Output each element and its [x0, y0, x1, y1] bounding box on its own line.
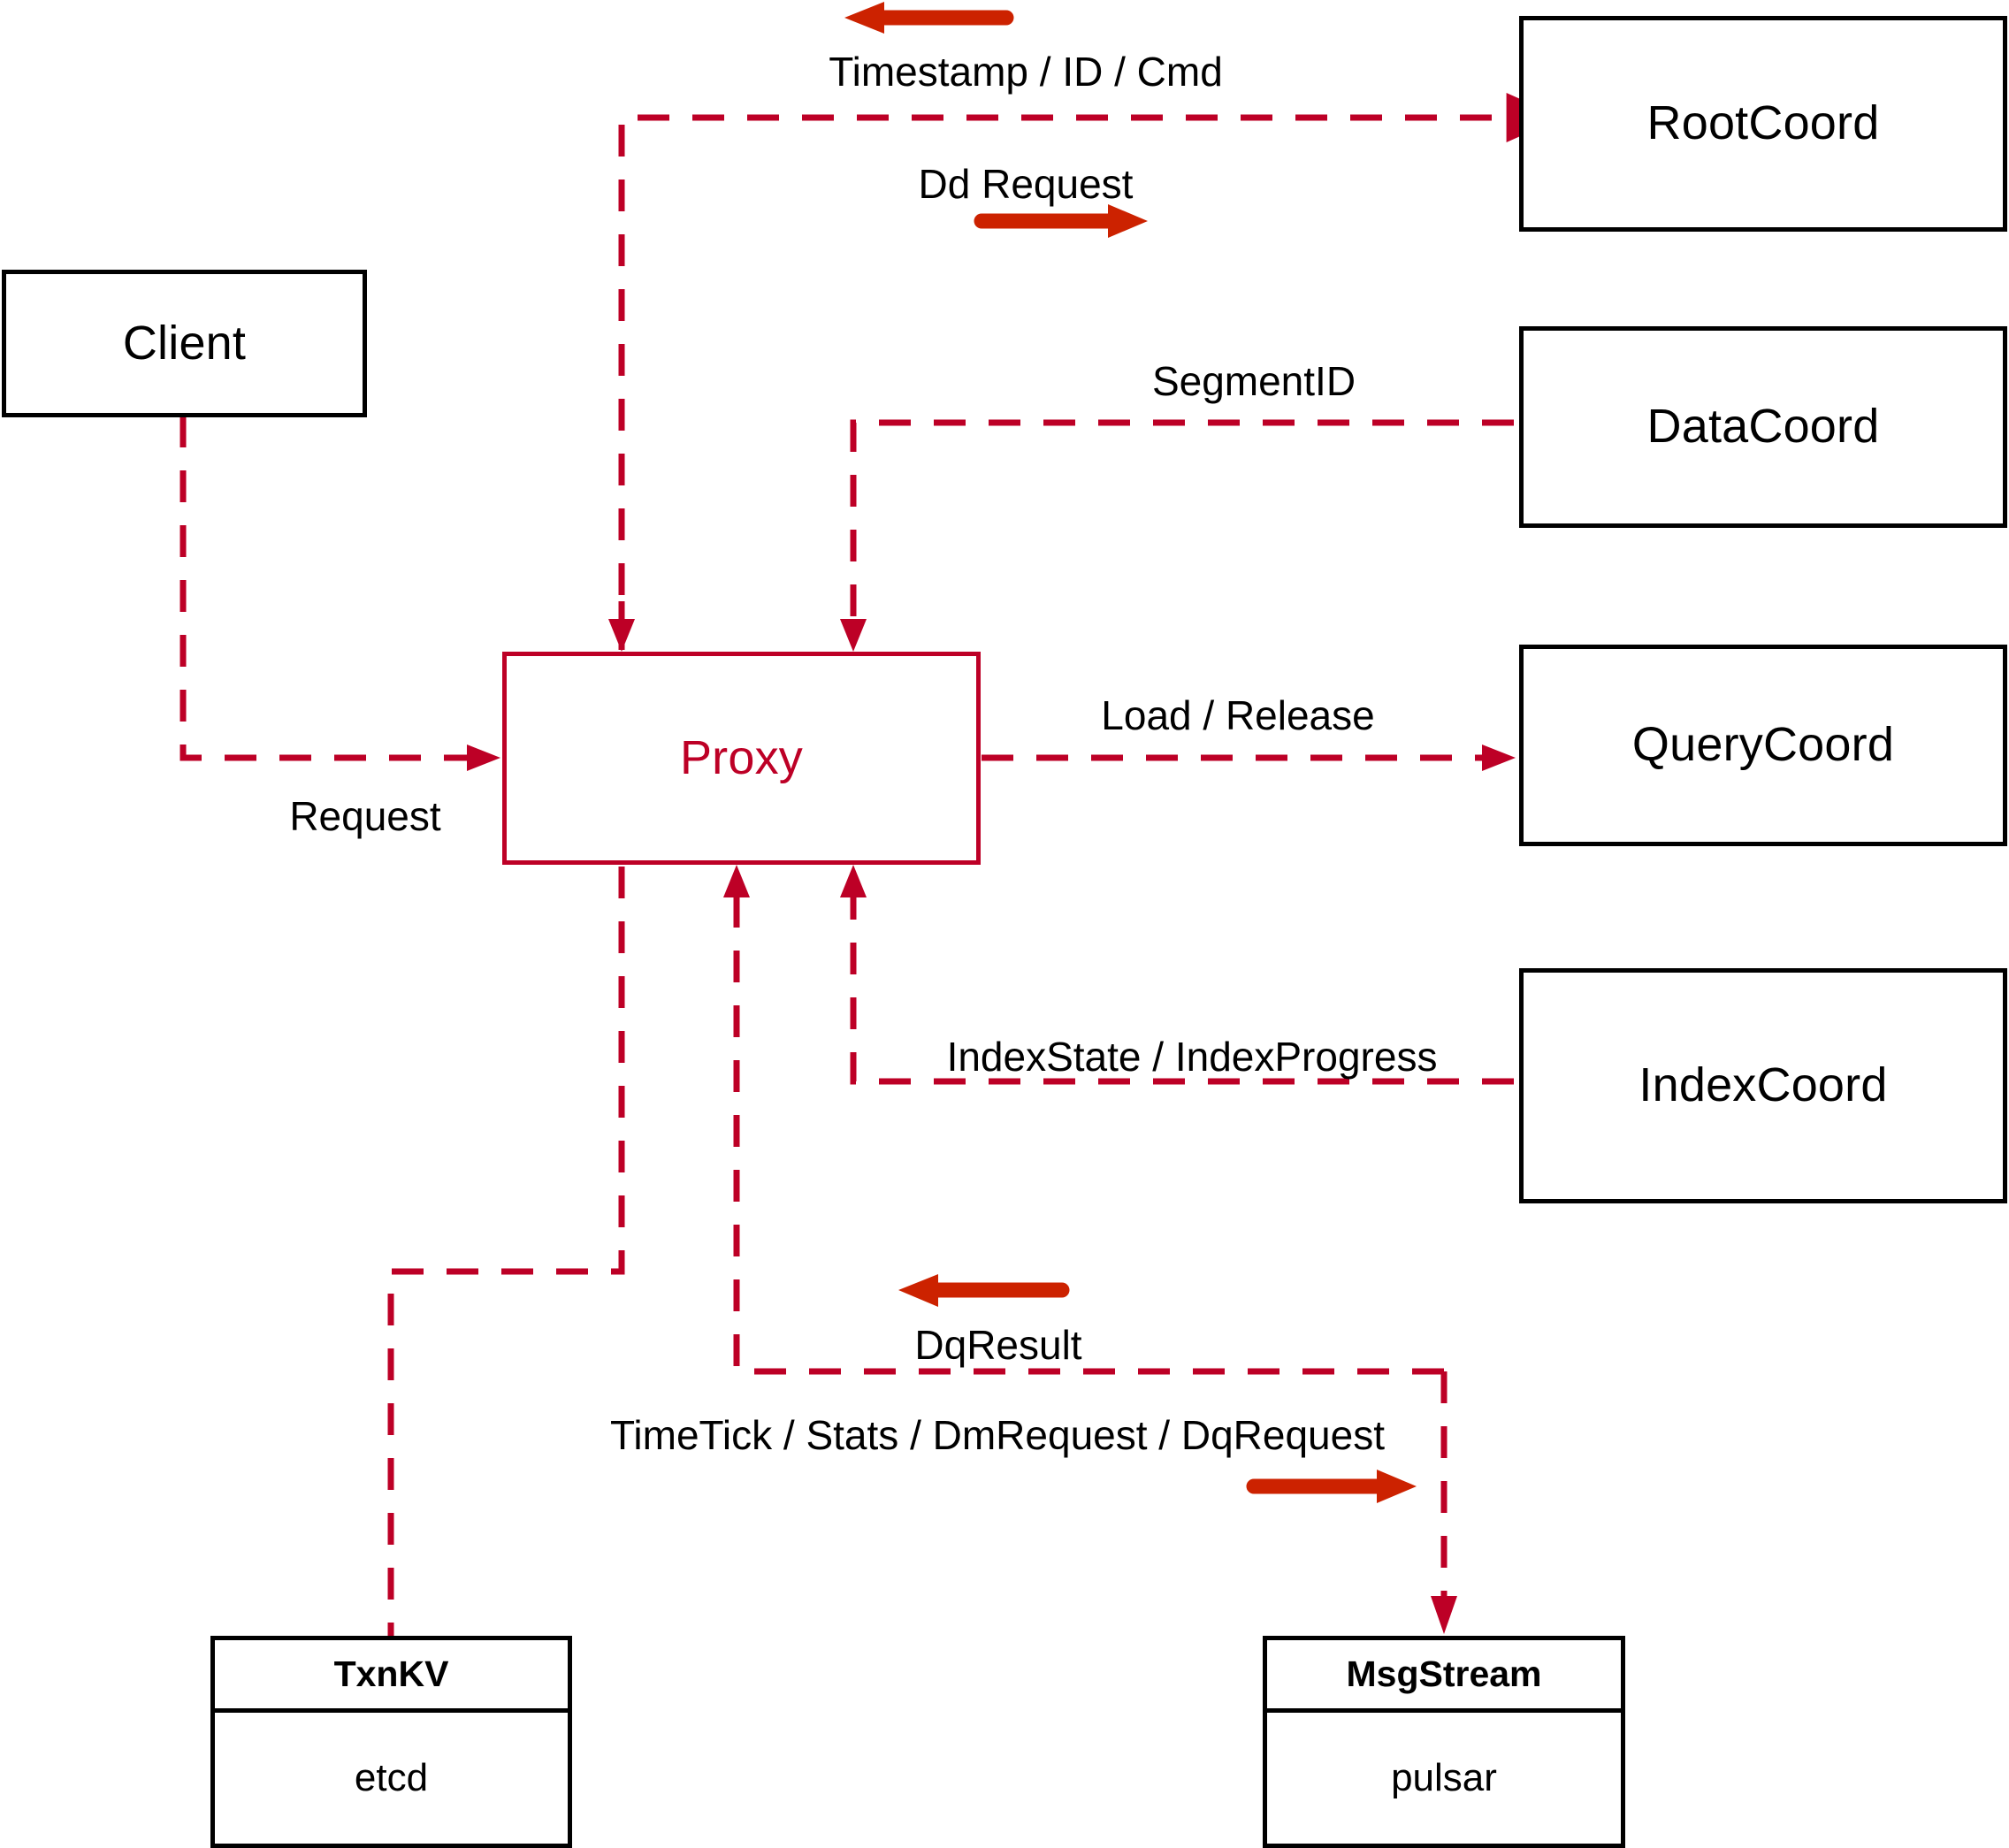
timestamp-id-cmd-arrow	[844, 2, 1014, 34]
edge-label-request: Request	[289, 793, 441, 839]
edge-label-dq-result: DqResult	[914, 1322, 1082, 1368]
edge-proxy-msgstream	[1431, 1371, 1457, 1634]
edge-indexcoord-proxy	[840, 865, 1514, 1085]
node-msgstream-header: MsgStream	[1267, 1640, 1621, 1713]
node-txnkv[interactable]: TxnKV etcd	[210, 1636, 572, 1848]
arrowhead-down-rootcoord	[608, 619, 635, 652]
node-proxy-label: Proxy	[679, 730, 804, 784]
edge-path	[618, 93, 1562, 650]
node-msgstream-body: pulsar	[1391, 1756, 1497, 1799]
dd-request-arrow	[974, 204, 1148, 238]
node-querycoord[interactable]: QueryCoord	[1519, 645, 2007, 846]
node-client-label: Client	[122, 316, 247, 370]
edge-label-segment-id: SegmentID	[1151, 358, 1356, 404]
arrowhead-up-indexcoord	[840, 865, 867, 897]
node-indexcoord[interactable]: IndexCoord	[1519, 968, 2007, 1203]
edge-proxy-txnkv	[387, 867, 625, 1636]
node-querycoord-label: QueryCoord	[1631, 718, 1895, 772]
node-txnkv-header: TxnKV	[215, 1640, 568, 1713]
arrowhead-down-datacoord	[840, 619, 867, 652]
edge-label-dd-request: Dd Request	[918, 161, 1134, 207]
edge-label-index-state-progress: IndexState / IndexProgress	[946, 1034, 1438, 1080]
edge-label-timetick-stats: TimeTick / Stats / DmRequest / DqRequest	[610, 1412, 1385, 1458]
timetick-stats-arrow	[1246, 1470, 1417, 1503]
node-rootcoord-label: RootCoord	[1646, 96, 1880, 150]
edge-path	[180, 416, 495, 761]
arrowhead-up-msgstream	[723, 865, 750, 897]
edge-path	[850, 419, 1514, 619]
node-msgstream[interactable]: MsgStream pulsar	[1263, 1636, 1625, 1848]
node-txnkv-body: etcd	[354, 1756, 429, 1799]
node-datacoord-label: DataCoord	[1646, 400, 1880, 454]
edge-path	[733, 897, 1444, 1375]
arrowhead-right-proxy	[467, 745, 500, 771]
edge-label-timestamp-id-cmd: Timestamp / ID / Cmd	[829, 49, 1223, 95]
node-indexcoord-label: IndexCoord	[1639, 1058, 1888, 1112]
node-rootcoord[interactable]: RootCoord	[1519, 16, 2007, 232]
node-proxy[interactable]: Proxy	[502, 652, 981, 865]
edge-proxy-rootcoord	[608, 93, 1562, 652]
edge-path	[850, 897, 1514, 1085]
edge-proxy-querycoord	[982, 745, 1516, 771]
node-client[interactable]: Client	[2, 270, 367, 417]
arrowhead-right-querycoord	[1482, 745, 1516, 771]
dq-result-arrow	[898, 1274, 1070, 1307]
edge-client-proxy	[180, 416, 500, 771]
node-datacoord[interactable]: DataCoord	[1519, 326, 2007, 528]
arrowhead-down-msgstream	[1431, 1596, 1457, 1634]
edge-path	[387, 867, 625, 1636]
edge-label-load-release: Load / Release	[1101, 692, 1375, 738]
edge-msgstream-proxy	[723, 865, 1444, 1375]
edge-datacoord-proxy	[840, 419, 1514, 652]
